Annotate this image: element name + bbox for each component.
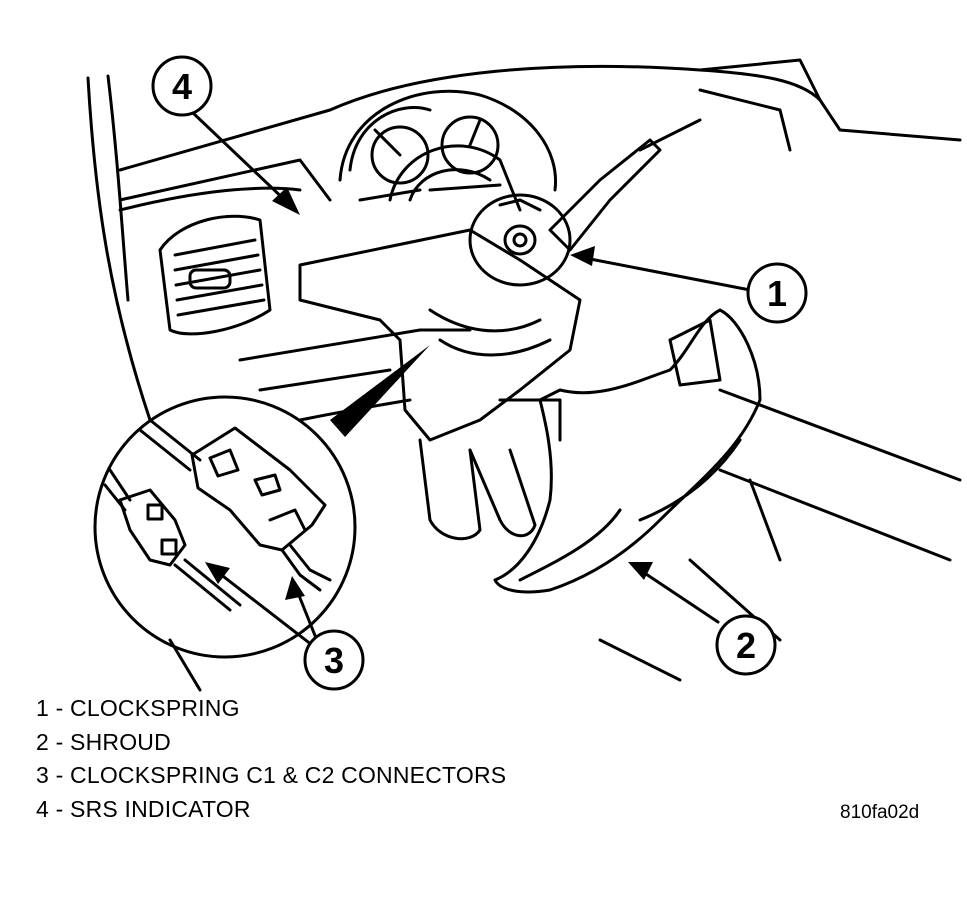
leader-arrows (190, 110, 752, 647)
arrowheads (205, 187, 653, 600)
shroud (493, 308, 762, 594)
connector-inset (93, 345, 430, 659)
multifunction-stalk (548, 118, 702, 252)
callout-2-number: 2 (736, 625, 756, 666)
steering-column (298, 144, 582, 541)
legend-item-srs-indicator: 4 - SRS INDICATOR (36, 795, 251, 822)
callout-1: 1 (746, 262, 808, 324)
legend-item-shroud: 2 - SHROUD (36, 728, 171, 755)
instrument-cluster (338, 89, 558, 202)
callout-3: 3 (303, 629, 365, 691)
figure-id: 810fa02d (840, 802, 920, 823)
legend-item-clockspring: 1 - CLOCKSPRING (36, 695, 240, 721)
callout-2: 2 (715, 614, 777, 676)
legend: 1 - CLOCKSPRING 2 - SHROUD 3 - CLOCKSPRI… (36, 692, 506, 826)
callout-4-number: 4 (172, 66, 192, 107)
instrument-panel (86, 58, 962, 692)
callout-3-number: 3 (324, 640, 344, 681)
clockspring (468, 193, 572, 287)
callout-1-number: 1 (767, 273, 787, 314)
air-vent (158, 214, 272, 336)
legend-item-connectors: 3 - CLOCKSPRING C1 & C2 CONNECTORS (36, 762, 507, 788)
callout-4: 4 (151, 55, 213, 117)
